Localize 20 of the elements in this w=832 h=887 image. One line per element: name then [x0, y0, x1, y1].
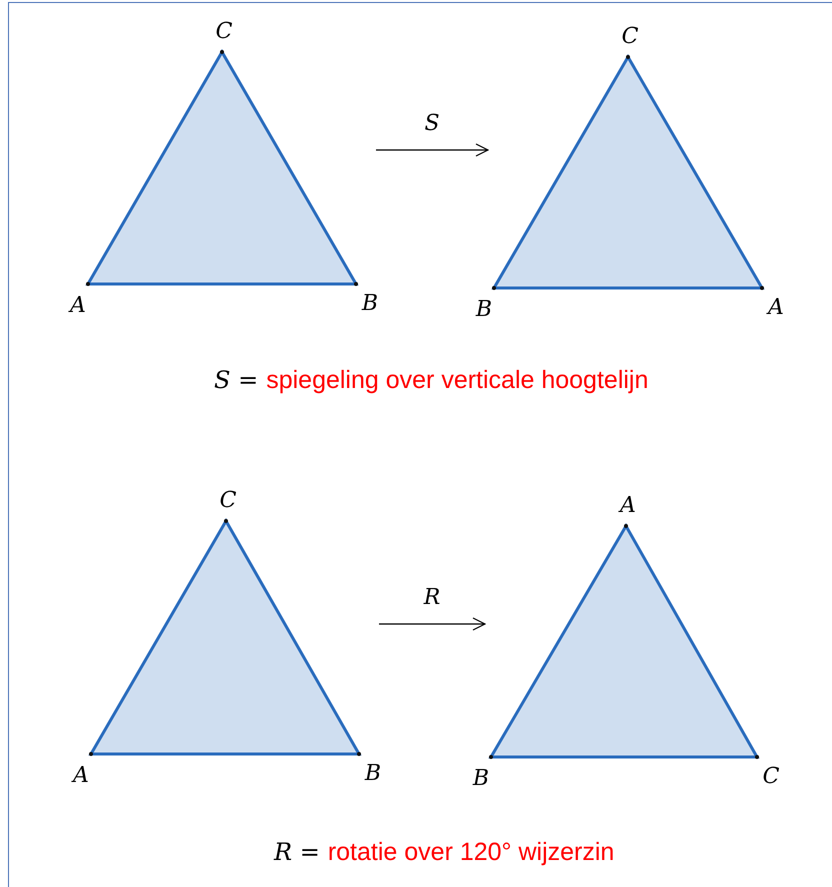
vertex-label: C [762, 766, 780, 788]
vertex-label: C [220, 490, 236, 512]
vertex-label: A [70, 295, 86, 317]
vertex-label: A [620, 495, 636, 517]
edge-label: R [424, 587, 440, 609]
vertex-label: C [622, 26, 638, 48]
vertex-label: C [216, 21, 232, 43]
arrow [379, 617, 486, 631]
edge-label: S [424, 113, 440, 135]
definition-text: rotatie over 120° wijzerzin [328, 838, 614, 867]
vertex-label: A [73, 765, 89, 787]
arrow [376, 143, 489, 157]
vertex-label: B [364, 763, 382, 785]
vertex-label: B [476, 299, 492, 321]
math-expression: S = [214, 366, 258, 394]
vertex-label: A [768, 297, 784, 319]
vertex-label: B [472, 768, 490, 790]
math-expression: R = [274, 838, 320, 866]
definition-text: spiegeling over verticale hoogtelijn [266, 366, 648, 395]
vertex-label: B [362, 293, 378, 315]
